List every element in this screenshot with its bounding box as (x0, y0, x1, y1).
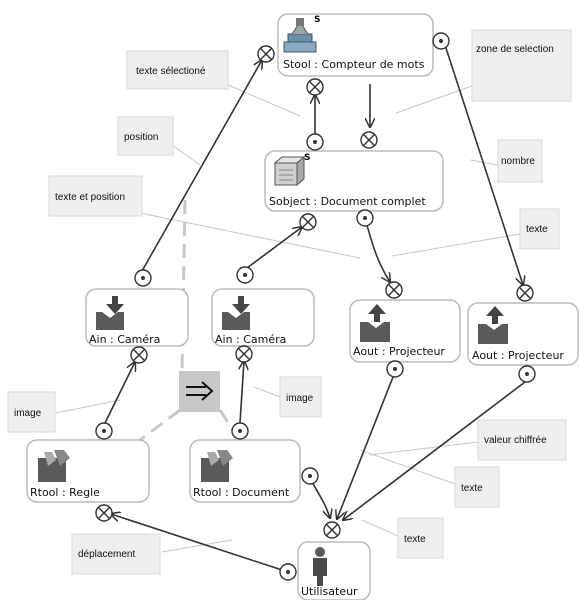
edges (104, 44, 525, 571)
in-port (385, 281, 403, 299)
in-port (516, 284, 534, 302)
out-port (301, 467, 319, 485)
double-arrow-icon (186, 381, 214, 401)
note-texte-3[interactable]: texte (397, 517, 444, 559)
svg-text:valeur chiffrée: valeur chiffrée (484, 435, 547, 446)
node-sobject[interactable] (264, 150, 444, 212)
in-port (95, 504, 113, 522)
in-port (130, 346, 148, 364)
note-position[interactable]: position (117, 116, 174, 156)
node-sobject-label: Sobject : Document complet (269, 195, 426, 208)
node-aout-2-label: Aout : Projecteur (472, 349, 564, 362)
node-stool-label: Stool : Compteur de mots (283, 58, 425, 71)
wrench-tool-icon (201, 450, 233, 482)
notes: texte sélectioné position texte et posit… (7, 29, 572, 575)
out-port (306, 133, 324, 151)
out-port (134, 269, 152, 287)
output-arrow-icon (478, 306, 508, 344)
note-texte-2[interactable]: texte (454, 466, 500, 508)
in-port (323, 521, 341, 539)
node-ain-1-label: Ain : Caméra (89, 333, 160, 346)
output-arrow-icon (360, 304, 390, 342)
in-port (306, 78, 324, 96)
svg-text:texte: texte (526, 224, 548, 235)
in-port (299, 213, 317, 231)
in-port (257, 45, 275, 63)
node-ain-1[interactable] (85, 288, 189, 347)
ports-in (95, 45, 534, 539)
stool-badge: S (314, 15, 320, 25)
svg-text:position: position (124, 132, 158, 143)
node-user[interactable] (297, 541, 371, 600)
note-deplacement[interactable]: déplacement (71, 533, 161, 575)
svg-text:image: image (14, 408, 42, 419)
in-port (360, 131, 378, 149)
out-port (386, 360, 404, 378)
user-icon (313, 547, 327, 586)
note-texte-1[interactable]: texte (519, 208, 560, 250)
sobject-badge: S (304, 153, 310, 163)
note-image-1[interactable]: image (7, 391, 56, 433)
node-aout-1-label: Aout : Projecteur (353, 345, 445, 358)
note-texte-et-position[interactable]: texte et position (48, 175, 143, 217)
out-port (231, 422, 249, 440)
node-rtool-2[interactable] (189, 439, 301, 503)
input-arrow-icon (96, 296, 124, 330)
svg-text:texte et position: texte et position (55, 192, 125, 203)
svg-text:texte: texte (404, 534, 426, 545)
node-rtool-2-label: Rtool : Document (193, 486, 290, 499)
wrench-tool-icon (38, 450, 70, 482)
svg-text:nombre: nombre (501, 156, 535, 167)
node-ain-2[interactable] (211, 288, 315, 347)
out-port (236, 266, 254, 284)
note-nombre[interactable]: nombre (497, 139, 543, 183)
node-user-label: Utilisateur (301, 585, 358, 598)
svg-text:zone de selection: zone de selection (476, 44, 554, 55)
node-rtool-1-label: Rtool : Regle (30, 486, 100, 499)
out-port (432, 32, 450, 50)
nodes (26, 13, 579, 600)
input-arrow-icon (222, 296, 250, 330)
node-stool[interactable] (277, 13, 434, 77)
svg-text:texte sélectioné: texte sélectioné (136, 66, 206, 77)
note-zone-de-selection[interactable]: zone de selection (471, 29, 572, 102)
note-texte-selectionne[interactable]: texte sélectioné (126, 50, 229, 90)
document-object-icon: S (273, 153, 310, 187)
note-valeur-chiffree[interactable]: valeur chiffrée (477, 419, 567, 461)
out-port (279, 563, 297, 581)
in-port (235, 345, 253, 363)
out-port (95, 422, 113, 440)
note-image-2[interactable]: image (279, 376, 322, 418)
ports-out (95, 32, 536, 581)
svg-text:texte: texte (461, 483, 483, 494)
svg-text:image: image (286, 393, 314, 404)
equivalence-box[interactable] (179, 371, 220, 412)
toolbox-icon: S (283, 15, 320, 53)
out-port (356, 209, 374, 227)
svg-text:déplacement: déplacement (78, 549, 135, 560)
node-ain-2-label: Ain : Caméra (215, 333, 286, 346)
out-port (518, 365, 536, 383)
